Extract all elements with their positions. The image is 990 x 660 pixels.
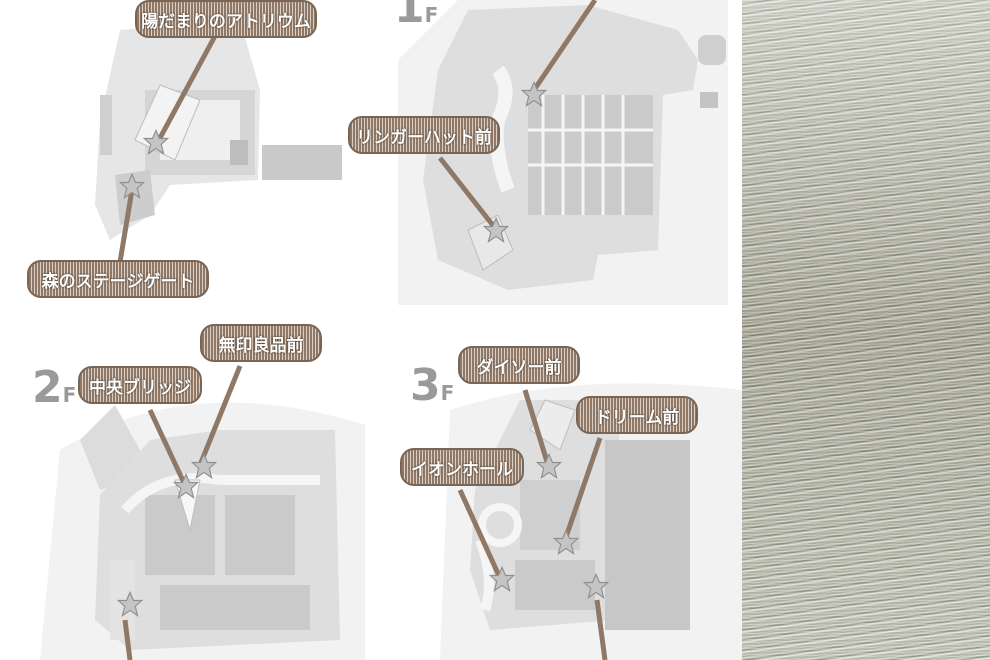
- star-marker-icon: [118, 172, 146, 200]
- star-marker-icon: [582, 572, 610, 600]
- photo-strip: [742, 0, 990, 660]
- floor-map-area: 1F 2F 3F: [20, 0, 742, 660]
- star-marker-icon: [488, 565, 516, 593]
- floor-label-2f: 2F: [32, 366, 76, 410]
- star-marker-icon: [190, 452, 218, 480]
- callout-daiso[interactable]: ダイソー前: [458, 346, 580, 384]
- star-marker-icon: [482, 216, 510, 244]
- callout-mori-stage-gate[interactable]: 森のステージゲート: [27, 260, 209, 298]
- floor-panel-2f: 2F: [20, 330, 370, 660]
- floor-label-2f-suffix: F: [62, 383, 77, 407]
- star-marker-icon: [535, 452, 563, 480]
- star-marker-icon: [552, 528, 580, 556]
- floor-label-1f-suffix: F: [424, 3, 439, 27]
- star-marker-icon: [172, 472, 200, 500]
- star-marker-icon: [142, 128, 170, 156]
- callout-muji[interactable]: 無印良品前: [200, 324, 322, 362]
- callout-ringer-hut[interactable]: リンガーハット前: [348, 116, 500, 154]
- callout-chuo-bridge[interactable]: 中央ブリッジ: [78, 366, 202, 404]
- floor-plan-2f: [40, 402, 365, 660]
- callout-dream[interactable]: ドリーム前: [576, 396, 698, 434]
- star-marker-icon: [520, 80, 548, 108]
- callout-hidamari-atrium[interactable]: 陽だまりのアトリウム: [135, 0, 317, 38]
- floor-label-3f-number: 3: [410, 360, 441, 411]
- floor-label-3f-suffix: F: [440, 381, 455, 405]
- floor-label-1f: 1F: [398, 0, 438, 30]
- floor-label-1f-number: 1: [398, 0, 425, 33]
- callout-aeon-hall[interactable]: イオンホール: [400, 448, 524, 486]
- floor-label-2f-number: 2: [32, 362, 63, 413]
- star-marker-icon: [116, 590, 144, 618]
- floor-label-3f: 3F: [410, 364, 454, 408]
